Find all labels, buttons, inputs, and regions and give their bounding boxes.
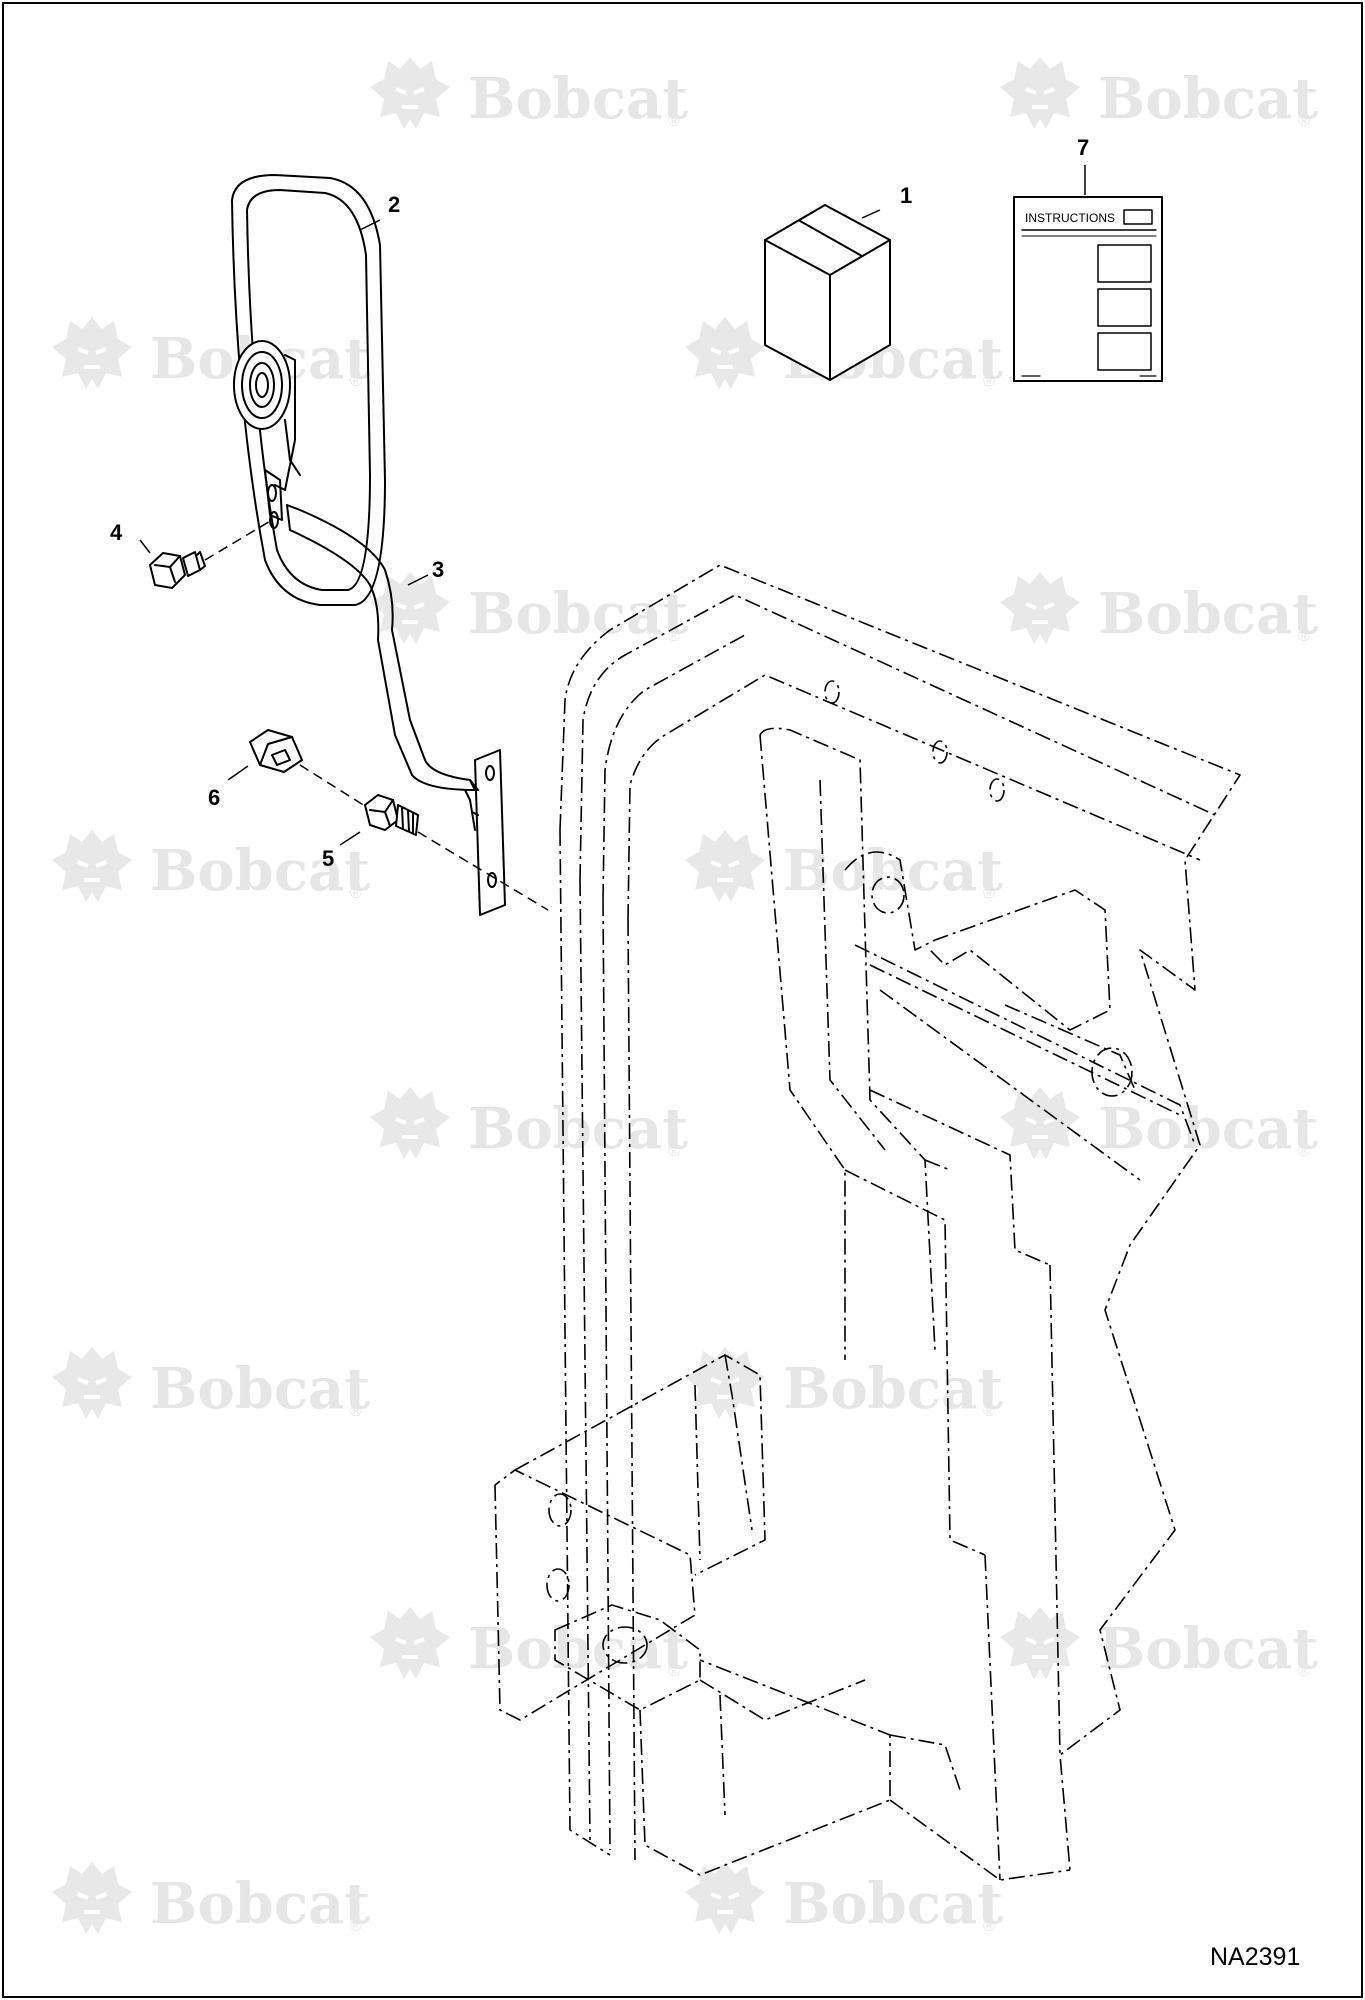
svg-text:®: ®	[983, 1918, 995, 1935]
callout-3: 3	[432, 557, 444, 582]
svg-text:®: ®	[668, 113, 680, 130]
leader-lines	[139, 165, 1086, 911]
svg-text:®: ®	[983, 1403, 995, 1420]
svg-text:®: ®	[668, 628, 680, 645]
bolt	[149, 551, 206, 589]
svg-text:®: ®	[668, 1663, 680, 1680]
svg-text:®: ®	[983, 885, 995, 902]
callout-1: 1	[900, 183, 912, 208]
svg-text:®: ®	[1298, 1663, 1310, 1680]
callout-7: 7	[1077, 135, 1089, 160]
callout-6: 6	[208, 785, 220, 810]
nut	[249, 729, 303, 773]
svg-text:®: ®	[350, 1918, 362, 1935]
mounting-bolt	[364, 794, 419, 836]
watermark-text: Bobcat	[468, 581, 688, 647]
svg-text:®: ®	[983, 373, 995, 390]
watermark-text: Bobcat	[1098, 1096, 1318, 1162]
drawing-number: NA2391	[1210, 1943, 1300, 1971]
mirror-head	[231, 174, 386, 606]
watermark-text: Bobcat	[468, 66, 688, 132]
svg-text:®: ®	[350, 1403, 362, 1420]
svg-text:®: ®	[1298, 113, 1310, 130]
svg-text:®: ®	[1298, 628, 1310, 645]
watermark-text: Bobcat	[783, 1356, 1003, 1422]
watermark-text: Bobcat	[1098, 66, 1318, 132]
machine-frame-phantom	[494, 564, 1241, 1881]
svg-text:®: ®	[1298, 1143, 1310, 1160]
mirror-arm	[286, 504, 506, 916]
svg-text:®: ®	[350, 373, 362, 390]
watermark-text: Bobcat	[150, 1871, 370, 1937]
watermark-text: Bobcat	[783, 838, 1003, 904]
callout-4: 4	[110, 520, 123, 545]
callouts: 2 1 7 3 4 6 5	[110, 135, 1089, 871]
callout-5: 5	[322, 846, 334, 871]
watermark-text: Bobcat	[150, 1356, 370, 1422]
svg-text:®: ®	[350, 885, 362, 902]
watermark-text: Bobcat	[1098, 581, 1318, 647]
watermark-text: Bobcat	[150, 838, 370, 904]
callout-2: 2	[388, 192, 400, 217]
booklet-title: INSTRUCTIONS	[1025, 211, 1115, 225]
box	[764, 204, 891, 381]
watermark-text: Bobcat	[783, 1871, 1003, 1937]
watermark-text: Bobcat	[468, 1616, 688, 1682]
svg-text:®: ®	[668, 1143, 680, 1160]
instructions-booklet: INSTRUCTIONS	[1013, 196, 1163, 382]
watermark-text: Bobcat	[1098, 1616, 1318, 1682]
watermark-text: Bobcat	[468, 1096, 688, 1162]
